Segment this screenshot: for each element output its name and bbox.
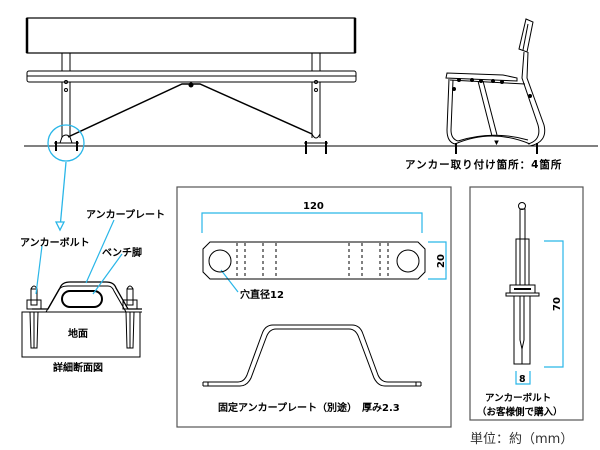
dim-120: 120 — [303, 201, 324, 212]
backrest — [26, 17, 356, 54]
detail-section: アンカープレート アンカーボルト ベンチ脚 地面 詳細断面図 — [20, 208, 165, 374]
anchor-bolt-box: 70 8 アンカーボルト （お客様側で購入） — [469, 186, 584, 421]
bolt-caption-2: （お客様側で購入） — [477, 406, 563, 418]
anchor-plate-box: 120 20 穴直径12 固定アンカープレート（別途） 厚み2.3 — [176, 186, 452, 428]
bolt-caption-1: アンカーボルト — [485, 392, 551, 404]
dim-20: 20 — [436, 254, 447, 268]
plate-side-view — [202, 324, 422, 387]
anchor-plate-label: アンカープレート — [86, 208, 165, 221]
dim-8: 8 — [519, 374, 526, 385]
bench-leg-label: ベンチ脚 — [102, 246, 142, 259]
ground-label: 地面 — [68, 327, 88, 340]
dim-70: 70 — [552, 297, 563, 311]
detail-section-caption: 詳細断面図 — [53, 361, 103, 374]
anchor-bolt-label: アンカーボルト — [20, 236, 90, 249]
bench-side-view — [445, 18, 546, 154]
units-note: 単位：約（mm） — [470, 431, 573, 447]
plate-caption: 固定アンカープレート（別途） 厚み2.3 — [218, 401, 400, 414]
anchor-location-caption: アンカー取り付け箇所：4箇所 — [405, 158, 562, 171]
ground-block — [21, 311, 141, 358]
detail-callout — [47, 124, 85, 232]
bench-front-view — [24, 17, 598, 154]
side-backrest — [518, 18, 534, 53]
anchor-bolt-drawing — [505, 202, 540, 365]
plate-top-view — [202, 241, 426, 280]
hole-diameter-label: 穴直径12 — [240, 288, 284, 301]
